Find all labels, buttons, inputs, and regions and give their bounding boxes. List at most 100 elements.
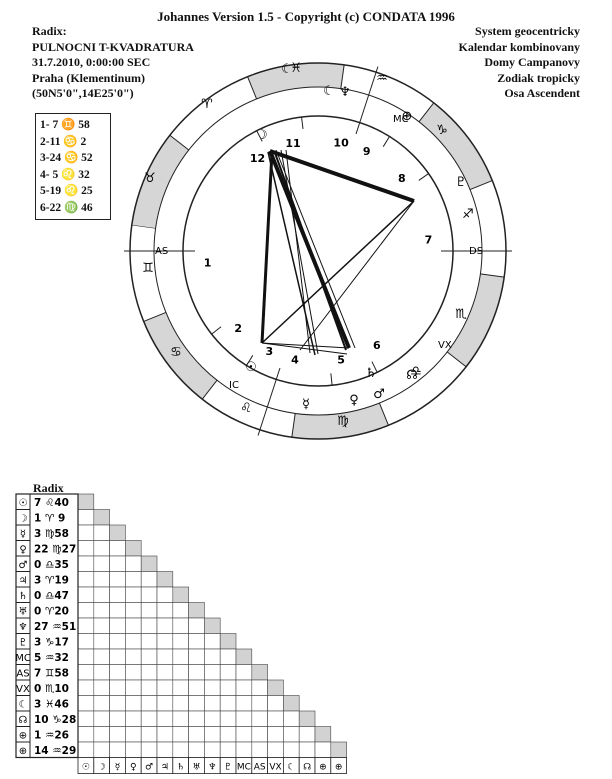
grid-frame [15, 493, 79, 759]
grid-cell [77, 602, 95, 619]
grid-cell [93, 555, 110, 572]
grid-row-position: 10 ♑28 [34, 714, 76, 726]
grid-footer-symbol: ♅ [192, 763, 200, 773]
grid-row-symbol: ♅ [19, 607, 28, 618]
grid-row-symbol: ♇ [19, 638, 28, 649]
grid-footer-symbol: ♂ [145, 763, 153, 773]
zodiac-sign-icon: ♓ [290, 61, 302, 76]
grid-row-position: 5 ♒32 [34, 652, 69, 664]
grid-cell [219, 710, 237, 727]
grid-cell [235, 648, 253, 665]
house-number: 12 [250, 152, 265, 165]
info-line: Osa Ascendent [504, 86, 580, 100]
zodiac-sign-icon: ♒ [376, 71, 388, 86]
cusp-line: 1- 7 ♊ 58 [40, 119, 90, 131]
grid-row-position: 1 ♈ 9 [34, 513, 65, 525]
grid-cell [125, 540, 142, 557]
grid-cell [109, 726, 126, 743]
grid-cell [267, 741, 284, 758]
grid-cell [251, 679, 268, 696]
grid-cell [251, 741, 268, 758]
grid-cell [188, 726, 205, 743]
grid-cell [77, 586, 95, 603]
grid-cell [93, 741, 110, 758]
grid-cell [188, 664, 205, 681]
grid-cell [172, 679, 189, 696]
zodiac-sign-icon: ♎ [410, 364, 422, 379]
house-cusp-tick [211, 326, 222, 335]
grid-cell [188, 633, 205, 650]
zodiac-inner-ring [153, 86, 483, 416]
cusp-line: 2-11 ♋ 2 [40, 135, 87, 148]
grid-cell [93, 524, 110, 541]
chart-info-right: System geocentricky Kalendar kombinovany… [459, 24, 580, 102]
grid-cell [140, 648, 158, 665]
grid-cell [204, 664, 221, 681]
grid-cell [219, 679, 237, 696]
grid-cell [77, 741, 95, 758]
grid-cell [298, 741, 316, 758]
grid-cell [172, 633, 189, 650]
grid-cell [330, 741, 347, 758]
info-line: PULNOCNI T-KVADRATURA [32, 39, 194, 54]
info-line: Radix: [32, 24, 67, 38]
grid-row-position: 14 ♒29 [34, 745, 76, 757]
grid-row-symbol: ⊕ [19, 746, 27, 757]
planet-icon: ☾ [323, 84, 335, 99]
zodiac-divider [247, 76, 258, 100]
grid-cell [156, 710, 174, 727]
house-cusp-tick [256, 130, 263, 142]
cusp-line: 5-19 ♌ 25 [40, 185, 93, 197]
grid-cell [125, 602, 142, 619]
grid-cell [251, 695, 268, 712]
grid-cell [188, 741, 205, 758]
aspect-line [280, 149, 319, 355]
house-cusp-tick [371, 361, 378, 373]
grid-cell [172, 648, 189, 665]
zodiac-band-segment [418, 102, 493, 190]
grid-cell [251, 710, 268, 727]
grid-cell [156, 648, 174, 665]
aspect-line [285, 149, 311, 354]
grid-footer-symbol: VX [269, 763, 281, 773]
grid-footer-symbol: ☊ [303, 763, 311, 773]
grid-row-symbol: ☾ [19, 700, 28, 711]
mc-label: MC [393, 114, 409, 125]
zodiac-band-segment [131, 135, 189, 229]
planet-icon: ♀ [349, 393, 359, 408]
grid-cell [219, 726, 237, 743]
grid-row-position: 7 ♊58 [34, 668, 69, 680]
grid-cell [314, 741, 332, 758]
house-cusps-box: 1- 7 ♊ 58 2-11 ♋ 2 3-24 ♋ 52 4- 5 ♌ 32 5… [35, 113, 111, 220]
zodiac-band-segment [291, 403, 389, 439]
grid-cell [77, 664, 95, 681]
grid-cell [125, 710, 142, 727]
zodiac-sign-icon: ♍ [337, 414, 349, 429]
grid-cell [125, 648, 142, 665]
grid-cell [188, 617, 205, 634]
grid-row-symbol: ♆ [19, 622, 28, 633]
aspect-grid: ☉7 ♌40☽1 ♈ 9☿3 ♍58♀22 ♍27♂0 ♎35♃3 ♈19♄0 … [15, 493, 347, 774]
grid-cell [188, 695, 205, 712]
info-line: Kalendar kombinovany [458, 39, 580, 54]
ic-label: IC [229, 380, 239, 391]
grid-cell [109, 679, 126, 696]
page-title: Johannes Version 1.5 - Copyright (c) CON… [157, 9, 455, 24]
grid-cell [251, 726, 268, 743]
planet-icon: ⊕ [402, 109, 413, 124]
grid-cell [125, 679, 142, 696]
grid-cell [156, 695, 174, 712]
grid-row-position: 0 ♈20 [34, 606, 69, 618]
grid-cell [156, 602, 174, 619]
zodiac-divider [340, 64, 345, 89]
grid-row-position: 3 ♍58 [34, 528, 69, 540]
grid-cell [125, 726, 142, 743]
vx-label: VX [438, 340, 452, 351]
zodiac-divider [480, 273, 505, 278]
grid-cell [156, 741, 174, 758]
grid-cell [219, 741, 237, 758]
grid-cell [109, 633, 126, 650]
planet-icon: ♄ [365, 366, 377, 381]
grid-cell [188, 679, 205, 696]
